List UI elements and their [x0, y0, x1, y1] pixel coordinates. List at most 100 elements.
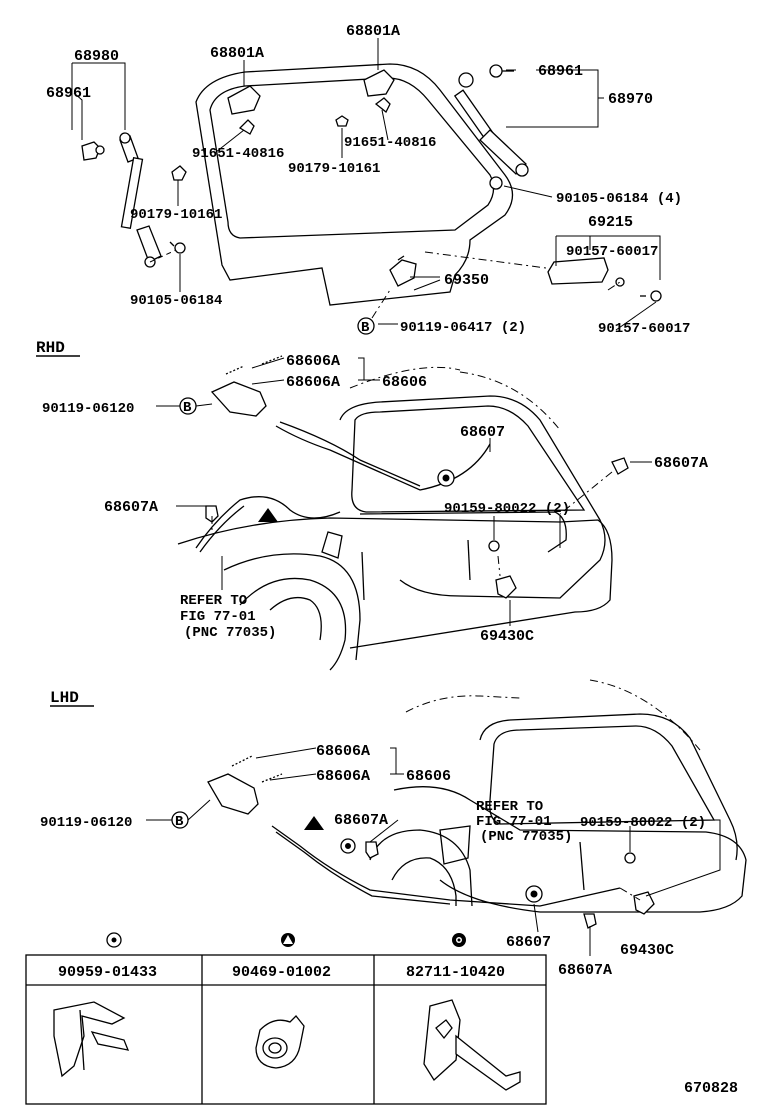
label-90179-left: 90179-10161	[130, 207, 222, 223]
legend-dot-symbol	[452, 933, 466, 947]
figure-number: 670828	[684, 1080, 738, 1097]
screw-90157-b	[640, 290, 662, 302]
lhd-b-symbol-letter: B	[175, 814, 184, 830]
lhd-cable-68607	[271, 825, 621, 907]
rhd-clip-68607A-right	[611, 457, 629, 475]
label-90105-right: 90105-06184 (4)	[556, 191, 682, 207]
rhd-car-body	[177, 366, 613, 671]
legend-triangle-symbol	[281, 933, 295, 947]
label-68801A-right: 68801A	[346, 23, 400, 40]
rhd-refer-line1: REFER TO	[180, 593, 247, 609]
lhd-label-68606: 68606	[406, 768, 451, 785]
rhd-label-69430C: 69430C	[480, 628, 534, 645]
hinge-68801A-left	[227, 85, 261, 115]
leaders-lhd	[146, 747, 721, 956]
label-68961-left: 68961	[46, 85, 91, 102]
lhd-clip-68607A-mid	[365, 841, 379, 859]
leaders-top	[71, 38, 661, 331]
lhd-label-90159: 90159-80022 (2)	[580, 815, 706, 831]
lhd-car-body	[369, 679, 747, 913]
label-69215: 69215	[588, 214, 633, 231]
lhd-label-90119: 90119-06120	[40, 815, 132, 831]
legend-part-drawing-grommet	[255, 1015, 305, 1069]
bolt-90105-left	[169, 241, 186, 254]
lhd-header: LHD	[50, 689, 79, 707]
lhd-refer-line1: REFER TO	[476, 799, 543, 815]
label-68970: 68970	[608, 91, 653, 108]
stay-right	[453, 72, 529, 177]
b-symbol-letter: B	[361, 320, 370, 336]
rhd-label-68607: 68607	[460, 424, 505, 441]
legend-table	[25, 954, 547, 1105]
latch-69350	[389, 255, 417, 287]
back-door-outline	[195, 63, 514, 306]
lhd-bolt-90159	[624, 852, 636, 864]
leaders-rhd	[156, 357, 652, 626]
lhd-triangle-marker	[304, 816, 324, 830]
label-90157-upper: 90157-60017	[566, 244, 658, 260]
clip-90179-right	[335, 115, 349, 127]
legend-part-82711-10420: 82711-10420	[406, 964, 505, 981]
rhd-label-68607A-right: 68607A	[654, 455, 708, 472]
label-68980: 68980	[74, 48, 119, 65]
label-69350: 69350	[444, 272, 489, 289]
rhd-label-68606: 68606	[382, 374, 427, 391]
rhd-refer-line3: (PNC 77035)	[184, 625, 276, 641]
lhd-clip-marker	[340, 838, 356, 854]
bolt-68961-right	[489, 64, 514, 78]
legend-part-90959-01433: 90959-01433	[58, 964, 157, 981]
lhd-label-68607A-mid: 68607A	[334, 812, 388, 829]
lhd-grommet-center	[530, 890, 538, 898]
rhd-b-symbol-letter: B	[183, 400, 192, 416]
label-90119-06417: 90119-06417 (2)	[400, 320, 526, 336]
legend-part-drawing-bracket	[423, 999, 521, 1091]
b-symbol-top: B	[357, 317, 375, 336]
bolt-90105-right	[489, 176, 503, 190]
lhd-b-symbol: B	[171, 811, 189, 830]
rhd-refer-line2: FIG 77-01	[180, 609, 256, 625]
lhd-refer-line2: FIG 77-01	[476, 814, 552, 830]
lhd-clip-marker-center	[345, 843, 351, 849]
hinge-68801A-right	[363, 69, 395, 97]
stay-left	[119, 132, 162, 268]
rhd-cable-68607	[195, 421, 567, 553]
rhd-striker-69430C	[495, 575, 517, 599]
rhd-label-90119: 90119-06120	[42, 401, 134, 417]
rhd-b-symbol: B	[179, 397, 197, 416]
clip-91651-right	[374, 97, 391, 114]
label-91651-right: 91651-40816	[344, 135, 436, 151]
label-68961-right: 68961	[538, 63, 583, 80]
rhd-label-68606A-lower: 68606A	[286, 374, 340, 391]
bolt-68961-left	[81, 141, 105, 161]
rhd-bolt-90159	[488, 540, 500, 552]
label-90157-lower: 90157-60017	[598, 321, 690, 337]
lhd-refer-line3: (PNC 77035)	[480, 829, 572, 845]
clip-91651-left	[238, 119, 255, 135]
label-90105-left: 90105-06184	[130, 293, 222, 309]
lhd-label-68606A-lower: 68606A	[316, 768, 370, 785]
clip-90179-left	[171, 165, 187, 181]
lhd-striker-69430C	[633, 891, 655, 915]
rhd-label-68607A-left: 68607A	[104, 499, 158, 516]
rhd-lock-68606	[210, 355, 283, 417]
rhd-label-68606A-upper: 68606A	[286, 353, 340, 370]
rhd-header: RHD	[36, 339, 65, 357]
legend-clip-symbol	[106, 932, 122, 948]
lhd-label-68606A-upper: 68606A	[316, 743, 370, 760]
lhd-lock-68606	[207, 755, 283, 815]
rhd-clip-68607A-left	[205, 505, 219, 523]
lhd-label-68607: 68607	[506, 934, 551, 951]
stop-lamp-69215	[547, 257, 609, 285]
label-90179-right: 90179-10161	[288, 161, 380, 177]
rhd-triangle-marker	[258, 508, 278, 522]
lhd-label-68607A-bottom: 68607A	[558, 962, 612, 979]
label-91651-left: 91651-40816	[192, 146, 284, 162]
legend-part-drawing-clip	[53, 1001, 130, 1078]
rhd-grommet-center	[442, 474, 450, 482]
label-68801A-left: 68801A	[210, 45, 264, 62]
lhd-label-69430C: 69430C	[620, 942, 674, 959]
screw-90157-a	[615, 277, 625, 287]
legend-part-90469-01002: 90469-01002	[232, 964, 331, 981]
